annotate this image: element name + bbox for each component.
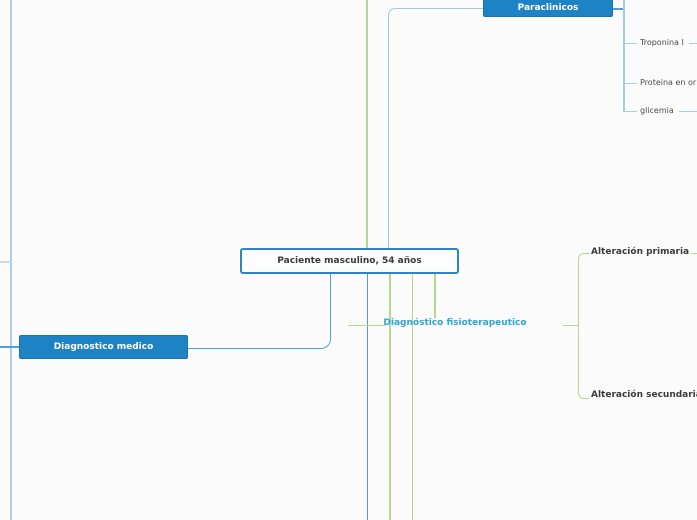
- child-proteina[interactable]: Proteina en orina: [640, 78, 697, 87]
- topic-diagnostico-medico[interactable]: Diagnostico medico: [19, 335, 188, 359]
- connector-paraclinicos-children-bracket: [623, 0, 625, 111]
- connector-bottom-offscreen-blue: [366, 274, 368, 520]
- topic-paraclinicos-label: Paraclinicos: [517, 3, 579, 13]
- connector-medico-left-segment: [0, 346, 20, 348]
- topic-diagnostico-fisioterapeutico[interactable]: Diagnóstico fisioterapeutico: [383, 318, 527, 328]
- subtopic-alteracion-primaria[interactable]: Alteración primaria: [591, 247, 690, 257]
- connector-fisio-right-stub: [563, 324, 578, 326]
- connector-paraclinicos-out: [613, 8, 623, 10]
- child-glicemia[interactable]: glicemia: [640, 106, 674, 115]
- connector-bottom-offscreen-green1: [389, 274, 391, 520]
- connector-proteina-stub: [623, 82, 637, 84]
- subtopic-alteracion-secundaria[interactable]: Alteración secundaria: [591, 390, 697, 400]
- central-topic-label: Paciente masculino, 54 años: [277, 256, 422, 266]
- connector-left-incoming: [0, 261, 11, 263]
- child-creatinina[interactable]: creatinina: [640, 0, 680, 2]
- connector-fisio-left-stub: [348, 324, 385, 326]
- connector-fisio-vertical: [434, 274, 436, 318]
- topic-diagnostico-medico-label: Diagnostico medico: [53, 342, 154, 352]
- connector-glicemia-tail: [679, 110, 697, 112]
- connector-paraclinicos-elbow: [388, 8, 484, 249]
- connector-troponina-stub: [623, 42, 637, 44]
- central-topic[interactable]: Paciente masculino, 54 años: [240, 248, 459, 274]
- connector-left-branch-vertical: [10, 0, 12, 520]
- connector-alteraciones-bracket: [578, 252, 589, 399]
- connector-top-offscreen: [366, 0, 368, 248]
- child-troponina[interactable]: Troponina I: [640, 38, 684, 47]
- connector-glicemia-stub: [623, 110, 637, 112]
- connector-medico-elbow: [188, 273, 331, 349]
- topic-paraclinicos[interactable]: Paraclinicos: [483, 0, 613, 17]
- connector-troponina-tail: [689, 42, 697, 44]
- connector-primaria-tail: [691, 252, 697, 254]
- connector-bottom-offscreen-green2: [411, 274, 413, 520]
